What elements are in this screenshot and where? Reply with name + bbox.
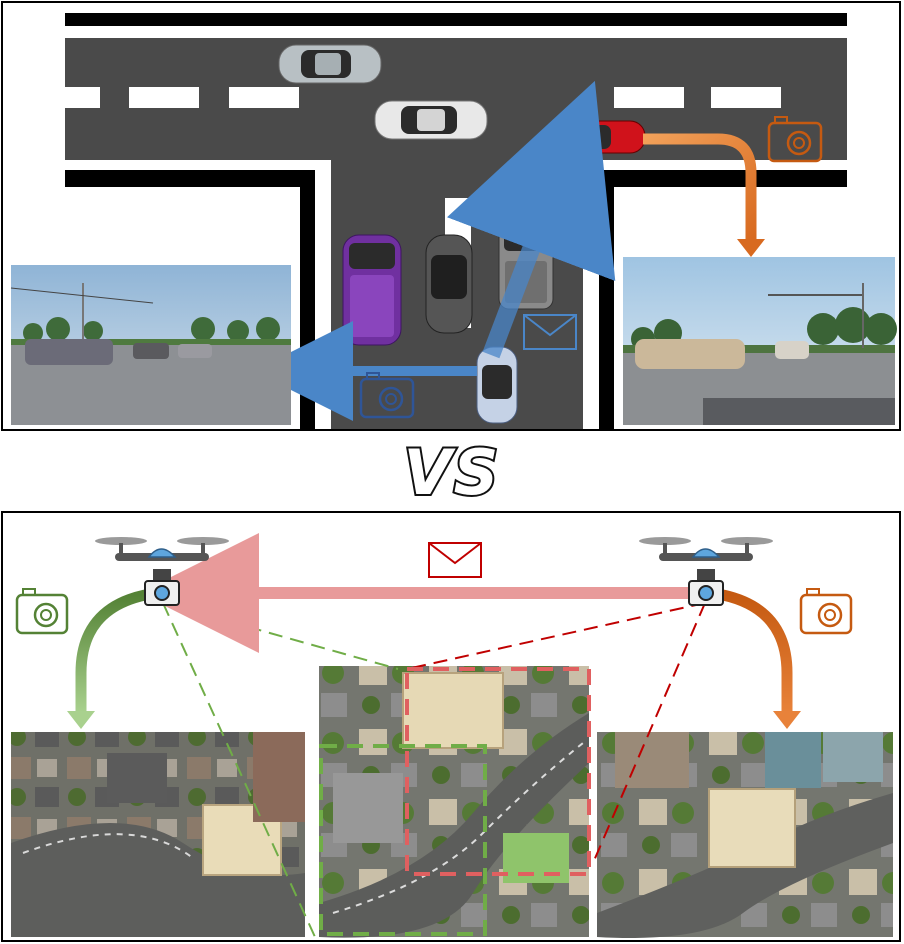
red-sports-car [558, 120, 646, 154]
envelope-icon [428, 542, 482, 578]
ego-camera-view-image [10, 265, 291, 425]
v2v-message-arrow [446, 80, 616, 359]
right-vertical-curb [599, 170, 614, 429]
ego-car [476, 346, 518, 424]
right-lower-curb [599, 170, 847, 187]
lane-dash [65, 87, 100, 108]
camera-icon [799, 588, 853, 635]
left-drone-fov-box [319, 744, 487, 936]
lane-dash [229, 87, 299, 108]
red-car-camera-view-image [623, 257, 897, 425]
camera-icon [359, 372, 415, 419]
red-car-camera-arrow [643, 133, 757, 241]
right-drone [639, 537, 773, 606]
left-drone-camera-arrow [75, 589, 147, 713]
left-drone [95, 537, 229, 606]
v2v-scene-svg [10, 13, 897, 429]
drone-scene-svg [11, 533, 893, 938]
comparison-label: VS [402, 436, 501, 510]
orange-arrow-head [737, 239, 765, 257]
orange-arrow-head [773, 711, 801, 729]
camera-icon [15, 588, 69, 635]
lane-dash [129, 87, 199, 108]
top-curb [65, 13, 847, 26]
envelope-icon [523, 314, 577, 350]
silver-sedan-top [278, 44, 382, 84]
camera-icon [767, 116, 823, 163]
left-lower-curb [65, 170, 315, 187]
v2v-scene-panel [1, 1, 901, 431]
right-drone-camera-arrow [721, 589, 793, 713]
right-drone-view-image [597, 732, 893, 938]
green-arrow-head [67, 711, 95, 729]
lane-dash [711, 87, 781, 108]
dark-gray-car [425, 234, 473, 334]
right-drone-fov-line [592, 602, 706, 864]
lane-dash [614, 87, 684, 108]
right-drone-fov-line [406, 602, 706, 670]
drone-scene-panel [1, 511, 901, 942]
white-sedan [374, 100, 488, 140]
purple-van [342, 234, 402, 346]
left-drone-fov-line [162, 602, 316, 938]
left-vertical-curb [300, 170, 315, 429]
shared-aerial-view-image [319, 666, 589, 938]
left-drone-view-image [11, 732, 305, 937]
left-drone-fov-line [162, 602, 399, 670]
right-drone-fov-box [405, 667, 591, 876]
